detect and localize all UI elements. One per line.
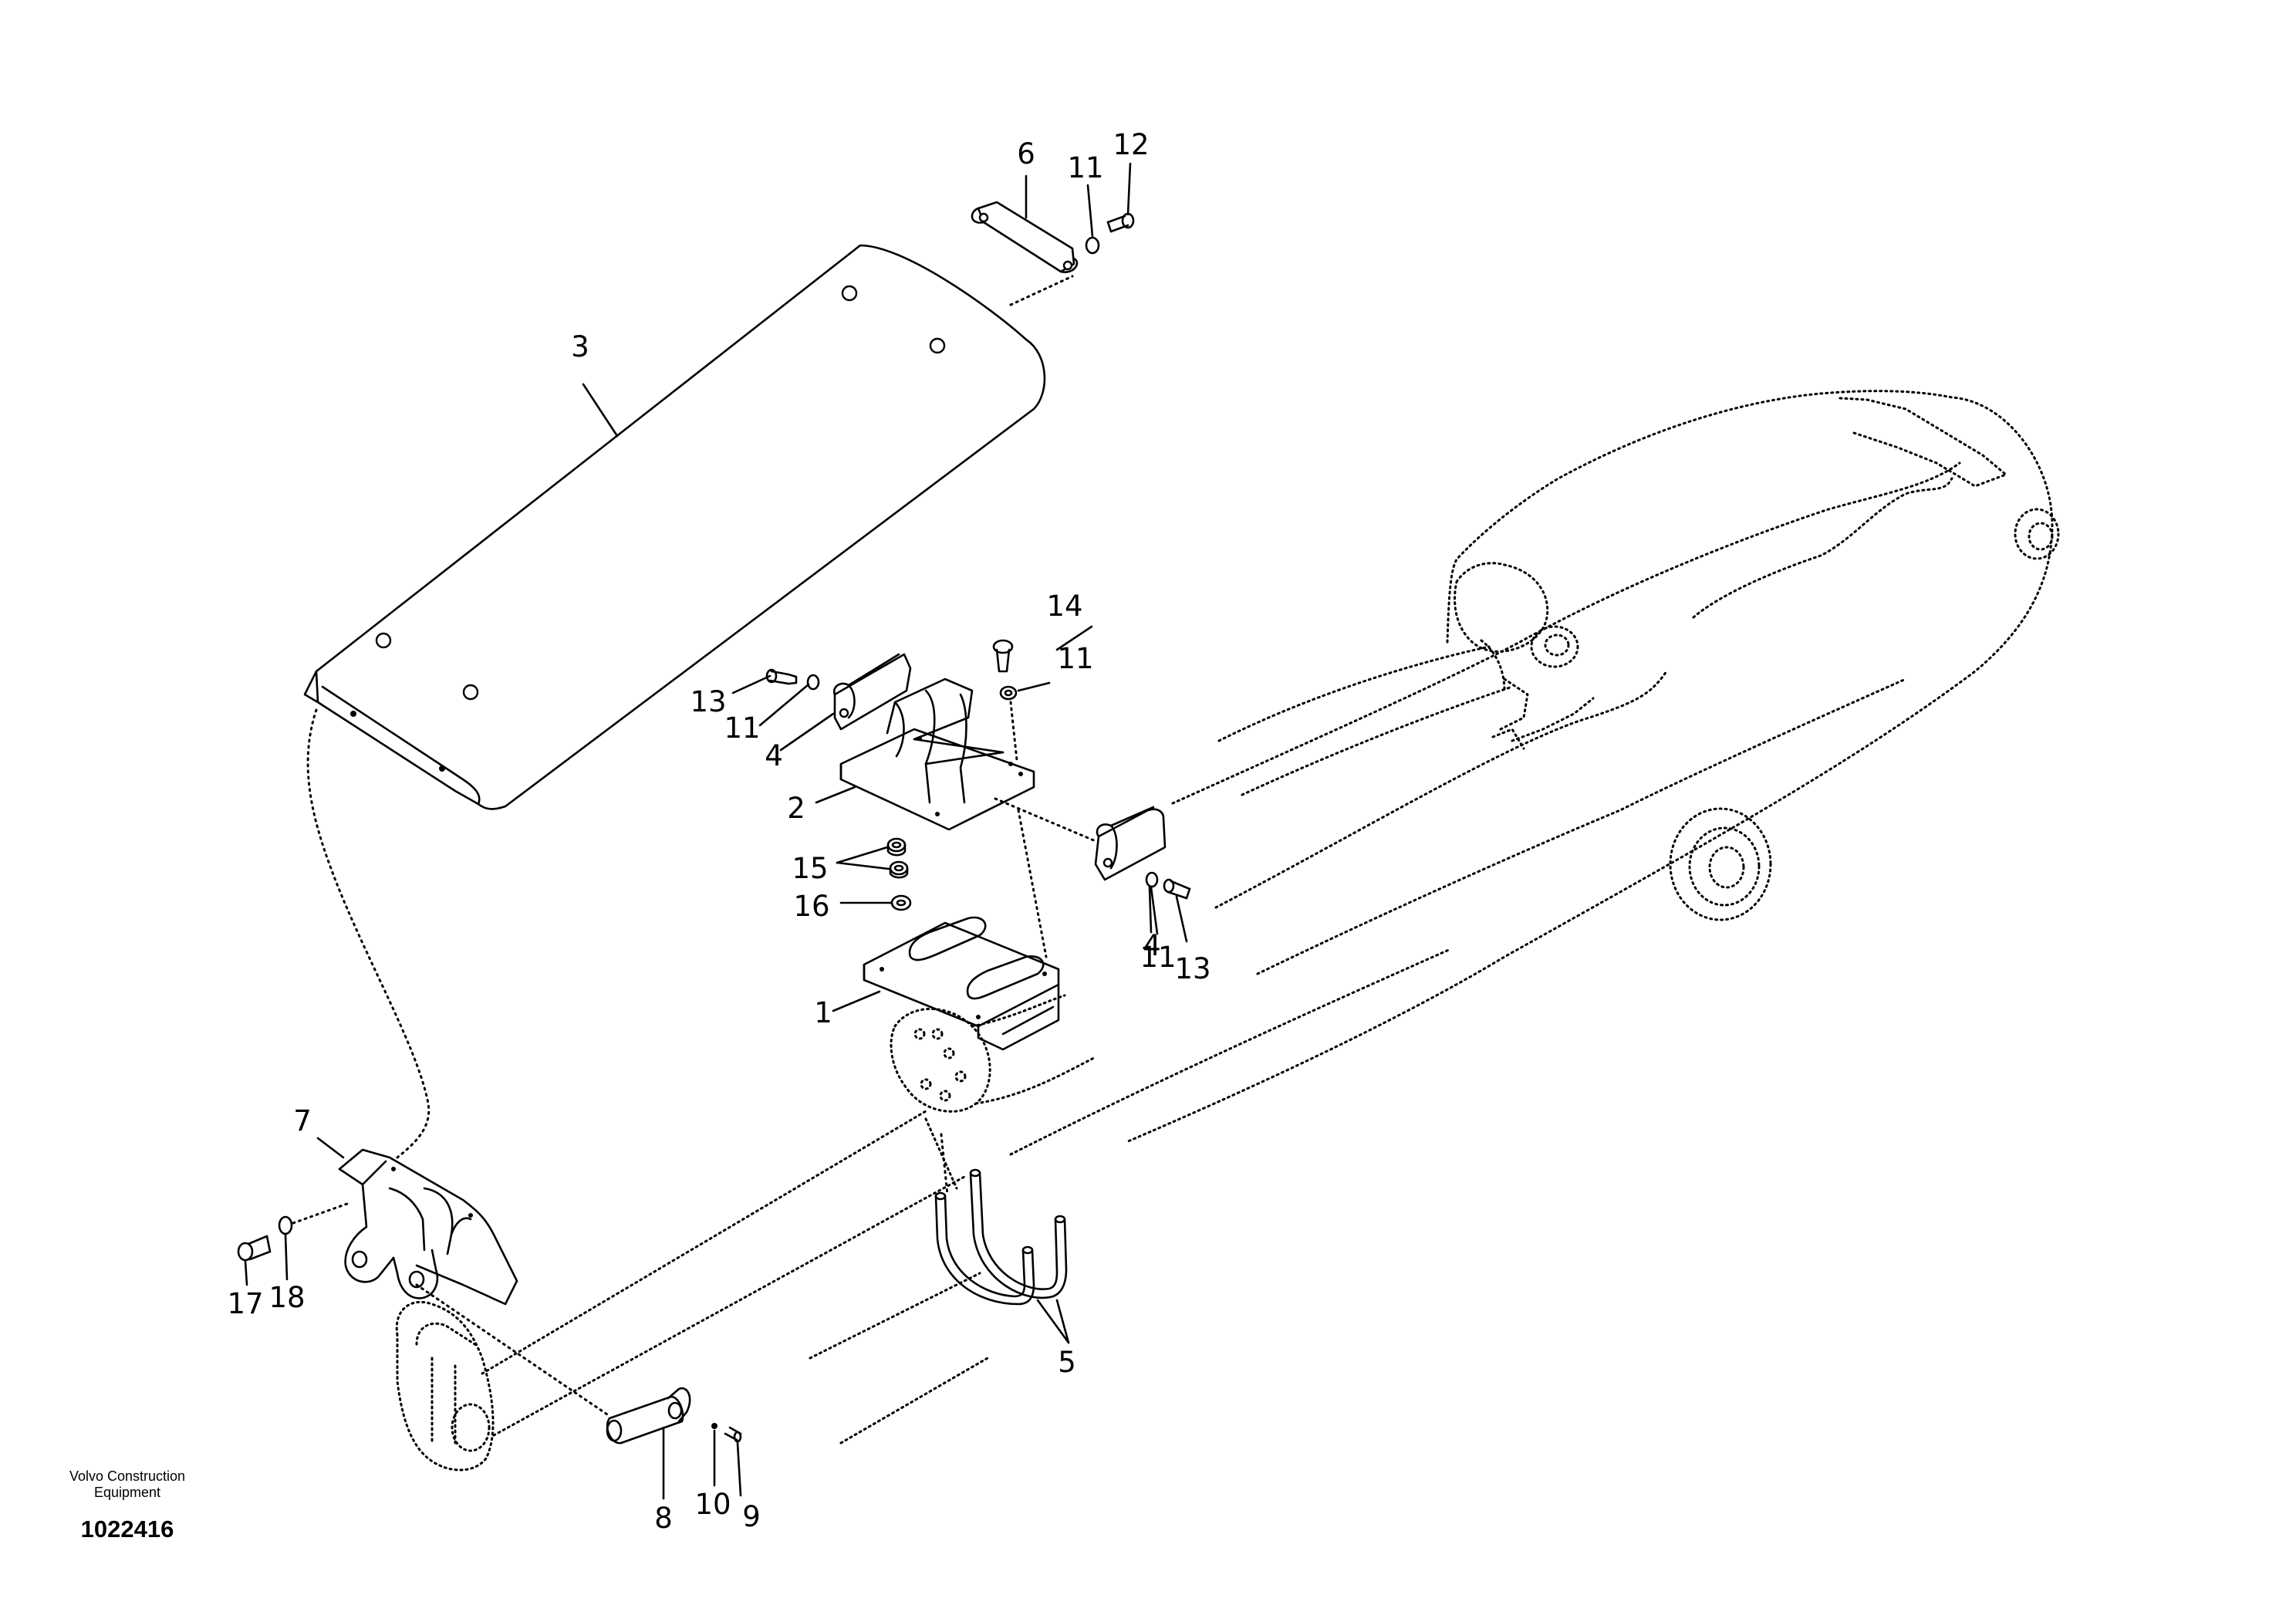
assembly-line-7 <box>1009 275 1074 306</box>
part-1-plate <box>863 916 1060 1051</box>
manufacturer-label: Volvo Construction Equipment <box>31 1468 224 1501</box>
part-16-washer <box>890 894 912 911</box>
callout-14: 14 <box>1046 590 1082 623</box>
callout-8: 8 <box>654 1502 673 1535</box>
part-11-washer-a <box>1085 236 1100 255</box>
assembly-line-3-to-6 <box>306 708 430 1159</box>
assembly-line-bracket <box>1017 809 1048 958</box>
part-14-bolt <box>992 639 1014 673</box>
part-7-clamp <box>971 201 1079 273</box>
manufacturer-line-2: Equipment <box>93 1485 161 1500</box>
callout-17: 17 <box>227 1287 263 1320</box>
callout-11: 11 <box>724 711 760 745</box>
part-11-nut-c <box>999 685 1018 701</box>
part-3-cover <box>303 244 1046 810</box>
callout-18: 18 <box>268 1281 305 1314</box>
callout-11: 11 <box>1057 642 1093 675</box>
part-12-bolt <box>1106 212 1135 233</box>
part-13-bolt-lower <box>1163 878 1191 900</box>
manufacturer-line-1: Volvo Construction <box>69 1468 186 1484</box>
callout-labels: 6 11 12 3 14 11 13 11 4 2 15 16 1 4 11 1… <box>227 128 1210 1535</box>
part-15-nuts <box>886 837 909 879</box>
callout-5: 5 <box>1058 1346 1076 1379</box>
part-11-washer-d <box>1145 871 1159 888</box>
boom-phantom-outline <box>1009 390 2060 1156</box>
illustration-number: 1022416 <box>80 1516 174 1543</box>
part-11-washer-b <box>806 674 820 691</box>
callout-9: 9 <box>742 1500 761 1533</box>
callout-4: 4 <box>1143 929 1161 962</box>
part-9-bolt <box>724 1426 742 1443</box>
part-18-washer <box>278 1215 293 1235</box>
callout-3: 3 <box>571 330 589 363</box>
callout-10: 10 <box>694 1488 731 1521</box>
assembly-line-5 <box>940 1133 949 1196</box>
callout-11: 11 <box>1140 941 1176 974</box>
assembly-line-17 <box>292 1202 349 1225</box>
part-6-bracket <box>338 1148 518 1306</box>
part-2-bracket <box>839 678 1035 831</box>
callout-12: 12 <box>1113 128 1149 161</box>
callout-16: 16 <box>793 890 829 923</box>
cylinder-body-phantom <box>890 994 1097 1190</box>
callout-4: 4 <box>765 739 783 772</box>
callout-11: 11 <box>1067 151 1103 184</box>
callout-6: 7 <box>293 1104 312 1137</box>
callout-7: 6 <box>1017 137 1035 171</box>
assembly-line-4 <box>994 797 1097 843</box>
callout-13: 13 <box>1174 952 1210 985</box>
callout-13: 13 <box>690 685 726 718</box>
leader-lines <box>244 162 1188 1500</box>
part-4-clamp-lower <box>1094 806 1167 881</box>
callout-2: 2 <box>787 792 805 825</box>
part-8-pin <box>606 1387 691 1445</box>
part-13-bolt-upper <box>765 668 798 685</box>
callout-15: 15 <box>792 852 828 885</box>
assembly-line-8 <box>415 1283 611 1418</box>
assembly-line-14 <box>1009 701 1018 762</box>
part-5-u-bolts <box>934 1168 1068 1306</box>
part-10-washer <box>711 1423 718 1429</box>
cylinder-head-phantom <box>395 1110 989 1472</box>
part-4-clamp-upper <box>832 653 912 731</box>
callout-1: 1 <box>814 996 832 1029</box>
part-17-bolt <box>237 1235 272 1262</box>
